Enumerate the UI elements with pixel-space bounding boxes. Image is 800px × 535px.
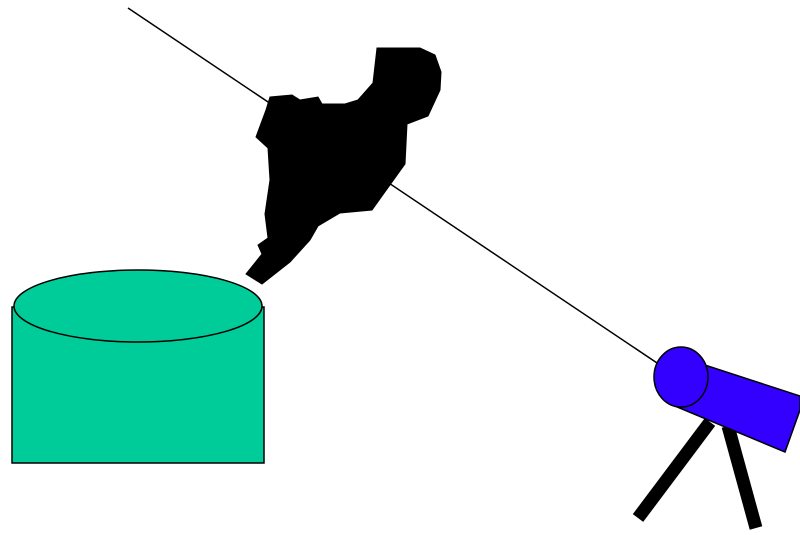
sight-line — [127, 7, 667, 370]
tripod-leg-right — [721, 424, 763, 530]
green-cylinder — [11, 269, 265, 464]
cylinder-top — [13, 269, 263, 343]
telescope — [632, 346, 800, 530]
tripod-leg-left — [632, 418, 716, 522]
black-blob-shape — [245, 47, 442, 285]
telescope-lens — [653, 346, 709, 408]
